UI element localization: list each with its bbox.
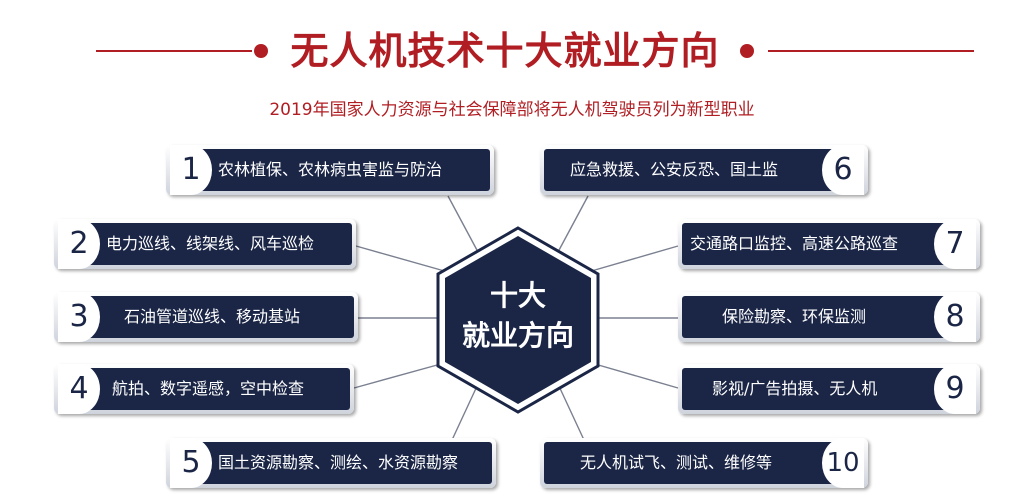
item-number: 3 — [58, 292, 100, 342]
item-bar — [58, 296, 354, 338]
item-number: 7 — [934, 219, 976, 269]
title-divider-left — [96, 50, 252, 52]
connector-9 — [587, 361, 679, 389]
title-divider-right — [768, 50, 974, 52]
direction-item-3: 3 石油管道巡线、移动基站 — [54, 292, 358, 342]
item-label: 石油管道巡线、移动基站 — [124, 307, 301, 326]
direction-item-5: 5 国土资源勘察、测绘、水资源勘察 — [166, 438, 496, 488]
direction-item-9: 影视/广告拍摄、无人机 9 — [678, 364, 980, 414]
item-bar — [682, 223, 976, 265]
title-dot-right — [740, 44, 754, 58]
center-label-line1: 十大 — [489, 279, 546, 312]
item-number: 1 — [170, 145, 212, 195]
item-label: 应急救援、公安反恐、国土监 — [570, 160, 779, 179]
connector-7 — [587, 245, 679, 273]
item-bar — [544, 442, 864, 484]
title-dot-left — [254, 44, 268, 58]
item-label: 交通路口监控、高速公路巡查 — [690, 234, 899, 253]
center-label-line2: 就业方向 — [461, 319, 574, 352]
item-number: 5 — [170, 438, 212, 488]
connector-5 — [451, 383, 479, 441]
item-bar — [170, 442, 492, 484]
connector-2 — [355, 245, 449, 273]
item-label: 电力巡线、线架线、风车巡检 — [106, 234, 315, 253]
direction-item-1: 1 农林植保、农林病虫害监与防治 — [166, 145, 494, 195]
connector-4 — [353, 361, 449, 389]
connector-1 — [447, 195, 479, 253]
connector-10 — [557, 383, 585, 441]
connector-6 — [557, 195, 589, 253]
direction-item-7: 交通路口监控、高速公路巡查 7 — [678, 219, 980, 269]
page-subtitle: 2019年国家人力资源与社会保障部将无人机驾驶员列为新型职业 — [269, 100, 755, 120]
item-bar — [544, 149, 864, 191]
item-label: 影视/广告拍摄、无人机 — [712, 379, 878, 398]
page-title: 无人机技术十大就业方向 — [290, 29, 720, 73]
item-bar — [58, 368, 350, 410]
item-label: 国土资源勘察、测绘、水资源勘察 — [218, 453, 459, 472]
direction-item-6: 应急救援、公安反恐、国土监 6 — [540, 145, 868, 195]
item-bar — [682, 296, 976, 338]
center-hexagon — [436, 226, 600, 414]
center-label: 十大 就业方向 — [436, 276, 600, 356]
item-label: 无人机试飞、测试、维修等 — [580, 453, 773, 472]
item-bar — [682, 368, 976, 410]
item-number: 9 — [934, 364, 976, 414]
item-number: 8 — [934, 292, 976, 342]
direction-item-8: 保险勘察、环保监测 8 — [678, 292, 980, 342]
item-label: 农林植保、农林病虫害监与防治 — [218, 160, 443, 179]
direction-item-4: 4 航拍、数字遥感，空中检查 — [54, 364, 354, 414]
item-label: 航拍、数字遥感，空中检查 — [112, 379, 305, 398]
item-bar — [58, 223, 352, 265]
item-label: 保险勘察、环保监测 — [722, 307, 867, 326]
direction-item-2: 2 电力巡线、线架线、风车巡检 — [54, 219, 356, 269]
item-bar — [170, 149, 490, 191]
item-number: 4 — [58, 364, 100, 414]
item-number: 6 — [822, 145, 864, 195]
direction-item-10: 无人机试飞、测试、维修等 10 — [540, 438, 868, 488]
title-row: 无人机技术十大就业方向 — [0, 24, 1024, 84]
item-number: 10 — [822, 438, 864, 488]
item-number: 2 — [58, 219, 100, 269]
